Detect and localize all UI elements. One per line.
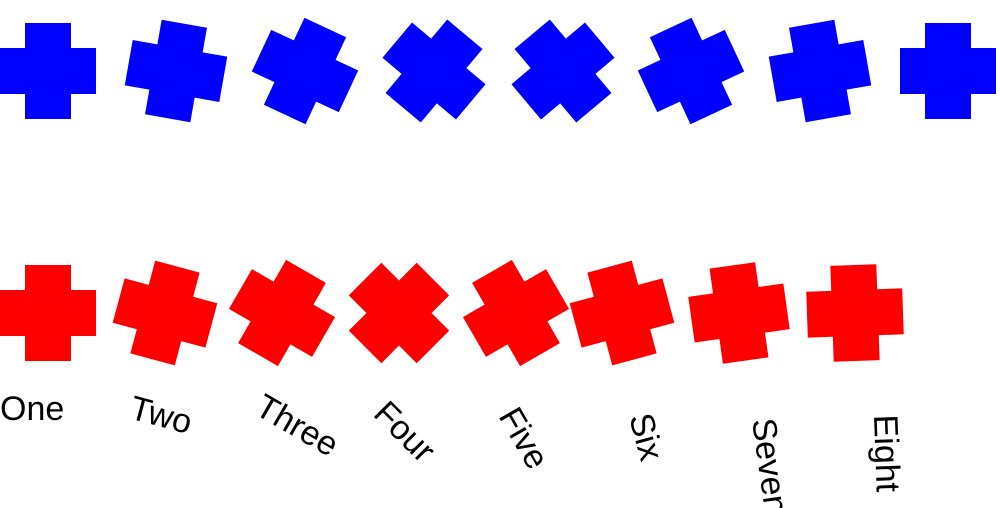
blue-cross xyxy=(382,19,486,123)
top-cross-row xyxy=(0,17,996,125)
cross-label-row: One Two Three Four Five Six Seven Eight xyxy=(0,387,907,508)
cross-label: Seven xyxy=(744,416,795,508)
red-cross xyxy=(112,260,218,366)
blue-cross xyxy=(637,17,745,125)
cross-label: Five xyxy=(491,401,556,476)
red-cross xyxy=(806,264,904,362)
red-cross xyxy=(228,259,336,367)
red-cross xyxy=(348,262,450,364)
red-cross xyxy=(688,262,790,364)
red-cross xyxy=(0,265,96,361)
blue-cross xyxy=(0,23,96,119)
cross-label: Eight xyxy=(866,414,907,493)
cross-label: Two xyxy=(126,389,196,442)
red-cross xyxy=(462,259,570,367)
cross-label: Six xyxy=(621,409,670,464)
blue-cross xyxy=(251,17,359,125)
blue-cross xyxy=(900,23,996,119)
blue-cross xyxy=(511,19,615,123)
cross-label: Three xyxy=(249,387,345,464)
blue-cross xyxy=(124,19,228,123)
cross-label: Four xyxy=(366,394,442,470)
red-cross xyxy=(569,260,675,366)
bottom-cross-row xyxy=(0,259,904,367)
cross-label: One xyxy=(0,390,64,428)
blue-cross xyxy=(768,19,872,123)
